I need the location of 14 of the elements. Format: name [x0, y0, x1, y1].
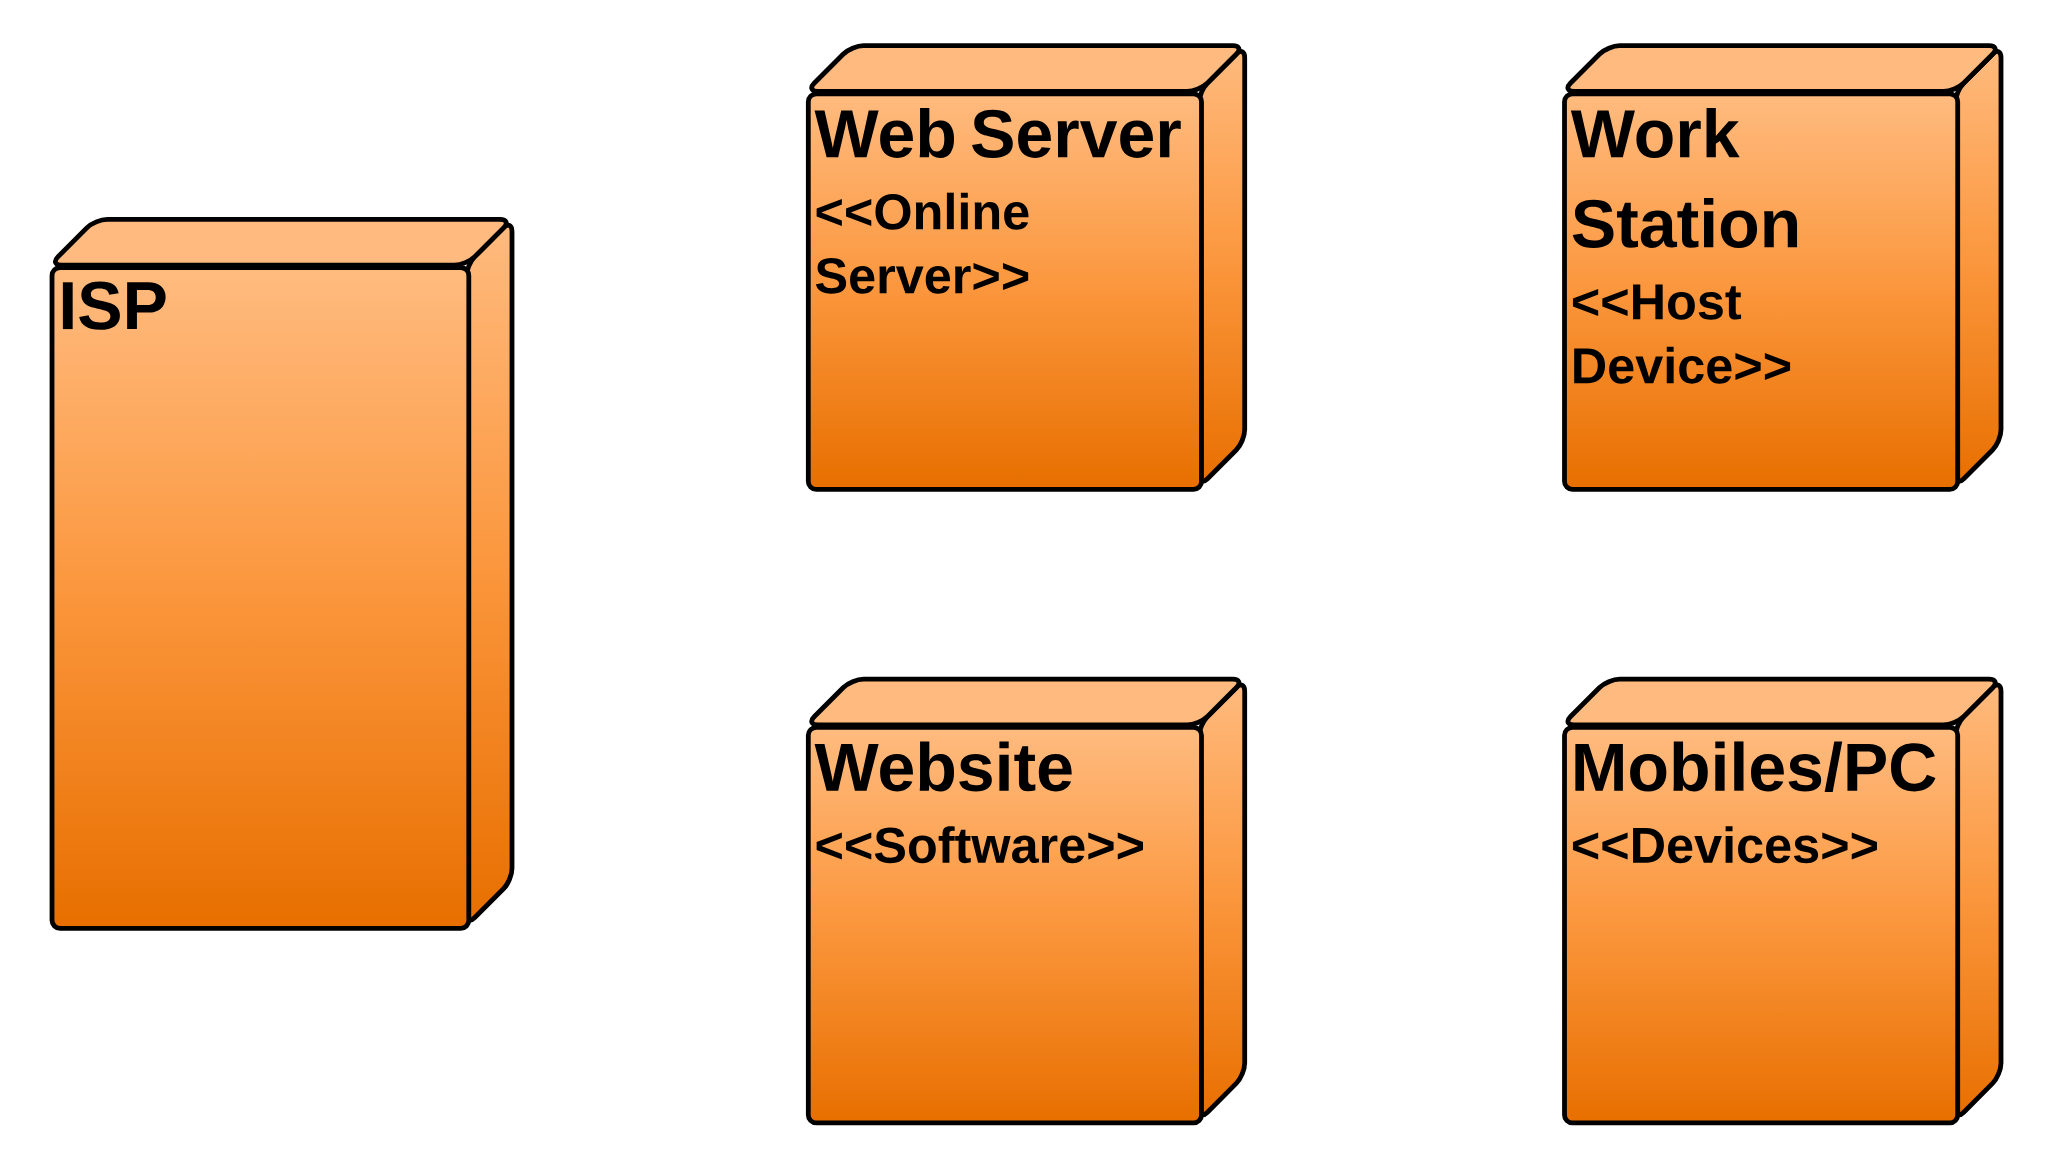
node-box: [1562, 676, 2004, 1126]
node-title: Mobiles/PC: [1575, 741, 1936, 793]
node-title: ISP: [62, 281, 166, 330]
node-title: Web Server: [814, 107, 1181, 158]
node-box: [805, 43, 1248, 492]
node-box: [1562, 43, 2004, 492]
stereotype-label: <<Devices>>: [1572, 826, 1877, 864]
stereotype-label: <<Host Device>>: [1572, 284, 1791, 384]
node-box: [49, 217, 515, 931]
stereotype-label: <<Online Server>>: [815, 192, 1029, 294]
node-box: [805, 676, 1248, 1126]
node-title: Work Station: [1570, 107, 1798, 248]
node-title: Website: [814, 741, 1072, 792]
stereotype-label: <<Software>>: [816, 826, 1143, 864]
